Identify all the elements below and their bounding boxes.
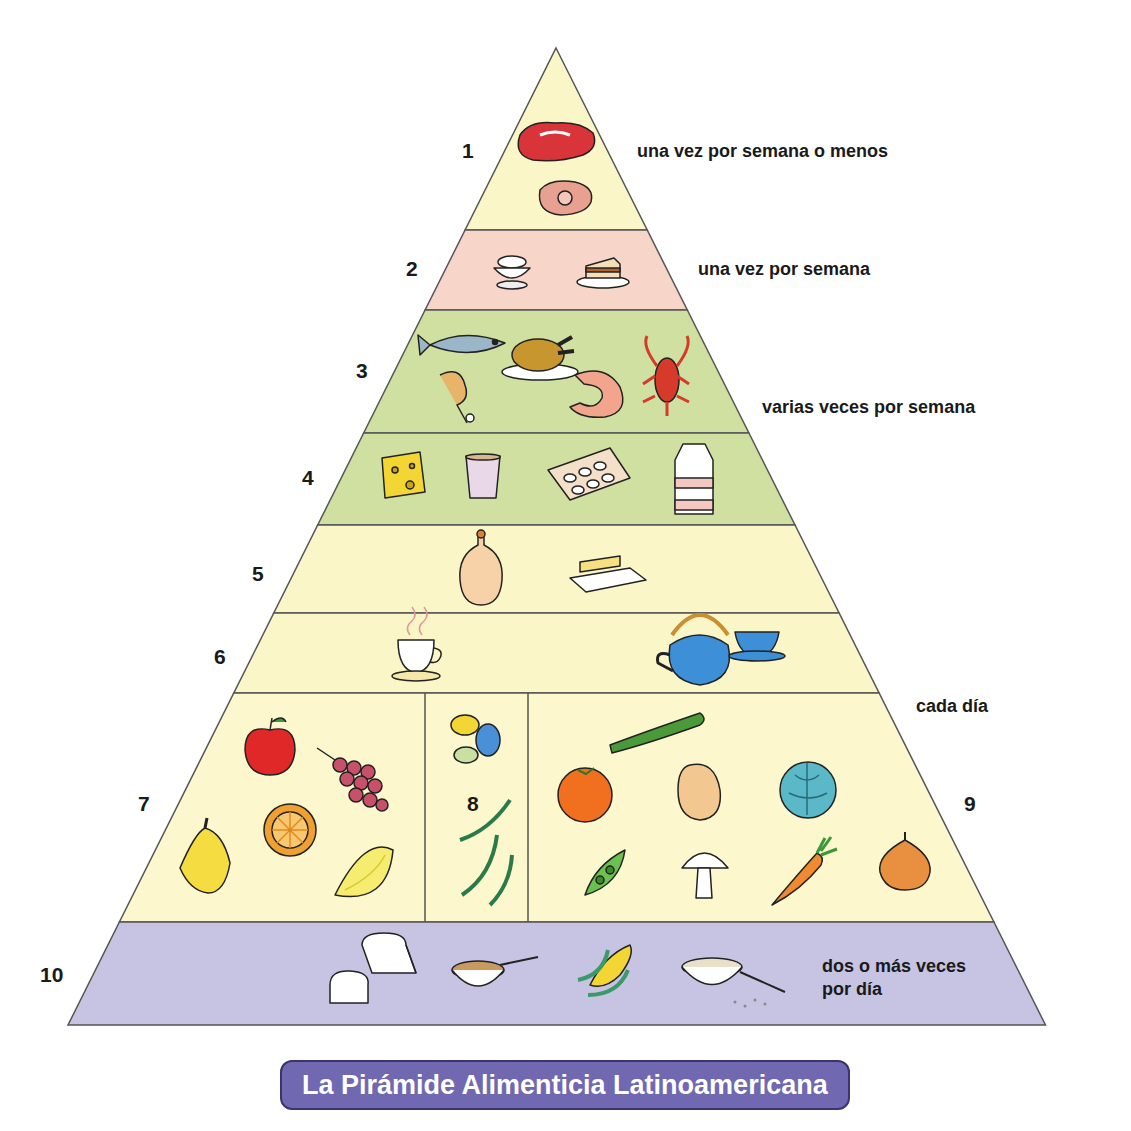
band-number: 2 [406,256,418,282]
frequency-label: una vez por semana o menos [637,140,888,163]
band-number: 10 [40,962,63,988]
food-band: 5 [248,525,838,613]
food-band: 10 dos o más veces por día [35,922,1045,1025]
frequency-label: cada día [916,695,988,718]
food-band: 4 [296,433,796,525]
frequency-label: dos o más veces por día [822,955,967,1000]
title-pill: La Pirámide Alimenticia Latinoamericana [280,1060,850,1110]
frequency-label: una vez por semana [698,258,870,281]
band-number: 8 [467,791,479,817]
food-band: 6 [208,613,878,693]
band-number: 4 [302,465,314,491]
food-band: 9 [528,693,998,922]
band-number: 3 [356,358,368,384]
title-text: La Pirámide Alimenticia Latinoamericana [282,1062,848,1108]
frequency-label: varias veces por semana [762,396,975,419]
food-band: 7 [125,693,425,922]
band-number: 6 [214,644,226,670]
band-number: 1 [462,138,474,164]
band-number: 9 [964,791,976,817]
food-band: 1 una vez por semana o menos [455,48,935,230]
food-band: 8 [425,693,528,922]
band-number: 5 [252,561,264,587]
food-band: 3 varias veces por semana [350,310,1030,433]
band-number: 7 [138,791,150,817]
food-band: 2 una vez por semana [400,230,910,310]
